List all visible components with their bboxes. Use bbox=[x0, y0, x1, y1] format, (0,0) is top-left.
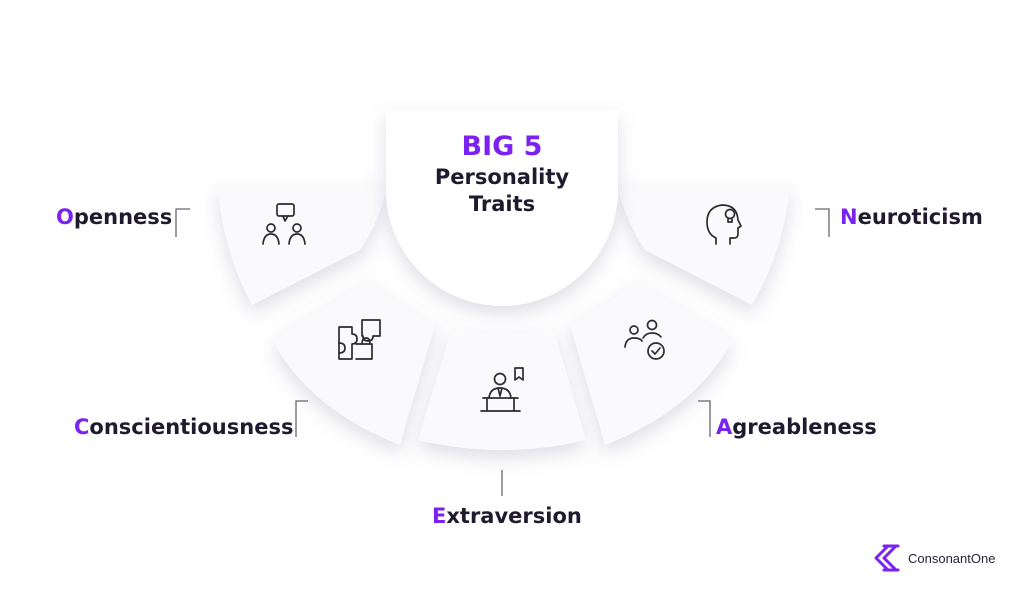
label-conscientiousness: Conscientiousness bbox=[74, 415, 294, 439]
puzzle-icon bbox=[338, 319, 381, 360]
head-lightbulb-icon bbox=[706, 204, 742, 245]
brand: ConsonantOne bbox=[868, 543, 995, 573]
segment-neuroticism bbox=[618, 185, 790, 305]
connector-openness bbox=[175, 208, 190, 237]
connector-neuroticism bbox=[815, 208, 830, 237]
segment-conscientiousness bbox=[272, 280, 436, 445]
segment-openness bbox=[218, 185, 387, 305]
label-neuroticism: Neuroticism bbox=[840, 205, 983, 229]
brand-name: ConsonantOne bbox=[908, 550, 996, 566]
people-check-icon bbox=[624, 319, 665, 360]
connector-conscientiousness bbox=[295, 400, 308, 437]
center-circle bbox=[386, 110, 618, 306]
connector-agreeableness bbox=[698, 400, 711, 437]
title-line-2: Traits bbox=[468, 192, 536, 216]
people-chat-icon bbox=[262, 203, 306, 245]
center-title: BIG 5 Personality Traits bbox=[392, 130, 612, 218]
consonantone-logo-icon bbox=[874, 544, 900, 572]
title-main: BIG 5 bbox=[461, 131, 543, 162]
label-agreeableness: Agreableness bbox=[716, 415, 877, 439]
label-extraversion: Extraversion bbox=[432, 504, 582, 528]
label-openness: Openness bbox=[56, 205, 173, 229]
speaker-podium-icon bbox=[480, 367, 524, 412]
segment-agreeableness bbox=[569, 280, 733, 445]
title-line-1: Personality bbox=[434, 165, 570, 189]
